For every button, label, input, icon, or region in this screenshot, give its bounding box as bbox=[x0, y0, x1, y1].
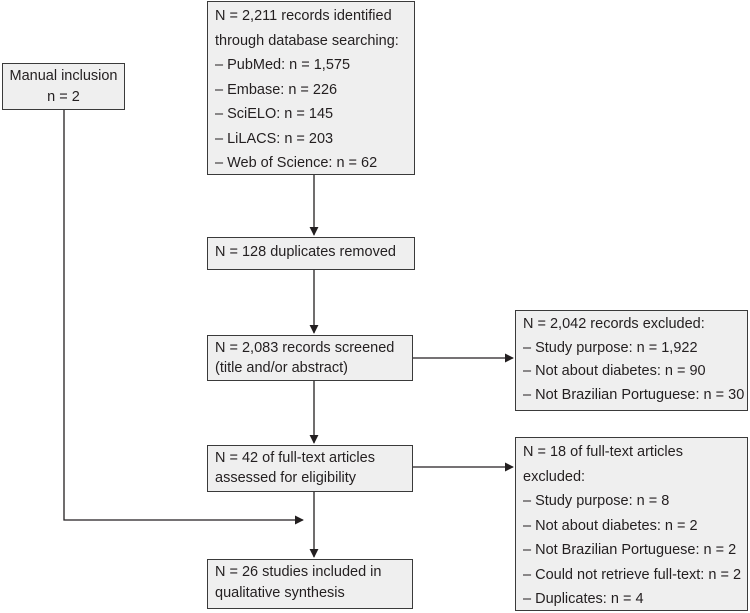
duplicates-line: N = 128 duplicates removed bbox=[215, 244, 396, 260]
identified-line: through database searching: bbox=[215, 32, 399, 49]
included-line: qualitative synthesis bbox=[215, 585, 345, 601]
excluded-fulltext-line: N = 18 of full-text articles bbox=[523, 444, 683, 460]
excluded-fulltext-reason: – Not Brazilian Portuguese: n = 2 bbox=[523, 542, 737, 558]
fulltext-line: N = 42 of full-text articles bbox=[215, 450, 375, 466]
identified-source: – Embase: n = 226 bbox=[215, 81, 338, 98]
identified-source: – PubMed: n = 1,575 bbox=[215, 57, 351, 73]
records-screened-box: N = 2,083 records screened (title and/or… bbox=[207, 335, 413, 381]
excluded-records-reason: – Study purpose: n = 1,922 bbox=[523, 339, 698, 356]
excluded-fulltext-reason: – Could not retrieve full-text: n = 2 bbox=[523, 566, 742, 583]
excluded-fulltext-line: excluded: bbox=[523, 468, 586, 485]
manual-inclusion-count: n = 2 bbox=[47, 89, 80, 105]
screened-line: (title and/or abstract) bbox=[215, 360, 348, 376]
studies-included-box: N = 26 studies included in qualitative s… bbox=[207, 559, 413, 609]
excluded-records-reason: – Not Brazilian Portuguese: n = 30 bbox=[523, 386, 745, 403]
records-identified-box: N = 2,211 records identified through dat… bbox=[207, 1, 415, 175]
arrow-manual-to-included bbox=[63, 110, 304, 525]
excluded-fulltext-reason: – Study purpose: n = 8 bbox=[523, 493, 670, 509]
identified-source: – LiLACS: n = 203 bbox=[215, 130, 334, 147]
excluded-fulltext-reason: – Duplicates: n = 4 bbox=[523, 591, 644, 607]
fulltext-excluded-box: N = 18 of full-text articles excluded: –… bbox=[515, 437, 748, 611]
fulltext-line: assessed for eligibility bbox=[215, 470, 357, 486]
records-excluded-box: N = 2,042 records excluded: – Study purp… bbox=[515, 310, 748, 411]
duplicates-removed-box: N = 128 duplicates removed bbox=[207, 237, 415, 270]
excluded-records-reason: – Not about diabetes: n = 90 bbox=[523, 363, 706, 379]
excluded-records-line: N = 2,042 records excluded: bbox=[523, 316, 705, 332]
manual-inclusion-box: Manual inclusion n = 2 bbox=[2, 63, 125, 110]
excluded-fulltext-reason: – Not about diabetes: n = 2 bbox=[523, 517, 698, 534]
fulltext-assessed-box: N = 42 of full-text articles assessed fo… bbox=[207, 445, 413, 492]
identified-source: – Web of Science: n = 62 bbox=[215, 155, 378, 171]
screened-line: N = 2,083 records screened bbox=[215, 340, 395, 356]
identified-source: – SciELO: n = 145 bbox=[215, 106, 334, 122]
manual-inclusion-label: Manual inclusion bbox=[9, 68, 118, 84]
included-line: N = 26 studies included in bbox=[215, 564, 382, 580]
identified-line: N = 2,211 records identified bbox=[215, 8, 392, 24]
